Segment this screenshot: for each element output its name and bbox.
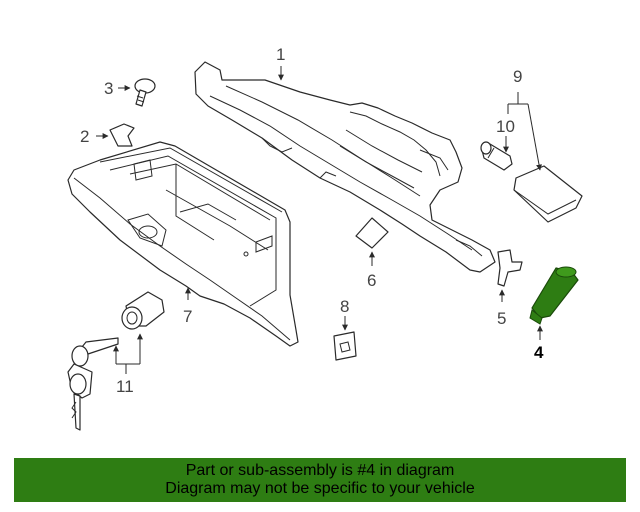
callout-2: 2 [80, 127, 89, 146]
part-9-damper-assembly [513, 165, 583, 223]
callout-5: 5 [497, 309, 506, 328]
part-7-glove-box [67, 141, 299, 347]
callout-10: 10 [496, 117, 515, 136]
part-6-pad [355, 217, 389, 249]
part-8-label [333, 331, 357, 361]
part-10-damper [480, 141, 513, 171]
callout-9: 9 [513, 67, 522, 86]
part-info-banner: Part or sub-assembly is #4 in diagram Di… [14, 458, 626, 502]
callout-11: 11 [116, 377, 134, 396]
callout-7: 7 [183, 307, 192, 326]
part-2-clip [109, 123, 135, 147]
part-4-highlighted[interactable] [529, 266, 579, 325]
callout-8: 8 [340, 297, 349, 316]
callout-3: 3 [104, 79, 113, 98]
part-1-glove-box-frame [194, 61, 496, 273]
callout-6: 6 [367, 271, 376, 290]
part-3-screw [134, 78, 156, 107]
callout-4: 4 [534, 343, 544, 362]
banner-line-part-number: Part or sub-assembly is #4 in diagram [185, 462, 455, 479]
banner-background [14, 458, 626, 502]
banner-line-disclaimer: Diagram may not be specific to your vehi… [165, 480, 475, 497]
part-11-lock-and-keys [67, 291, 165, 431]
callout-1: 1 [276, 45, 285, 64]
part-5-bracket [497, 249, 523, 287]
